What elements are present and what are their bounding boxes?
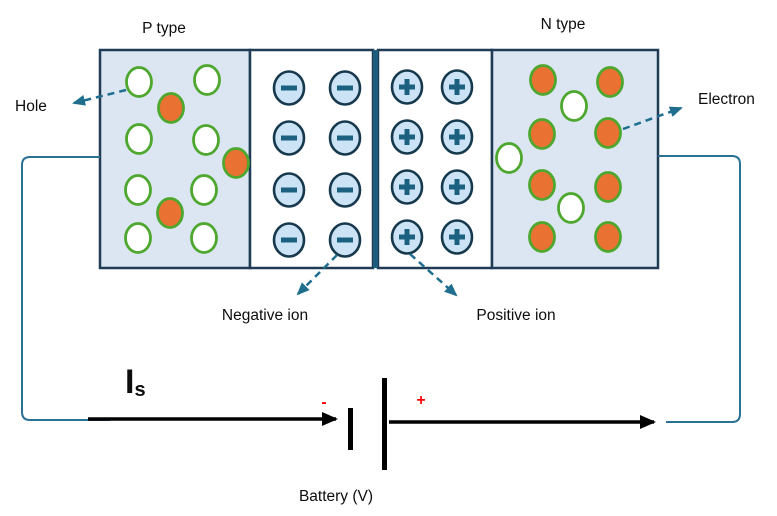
electron-pointer-arrow xyxy=(622,106,683,131)
electron-circle xyxy=(222,147,250,179)
negative-ion-circle xyxy=(328,120,362,156)
hole-circle xyxy=(560,90,588,122)
negative-ion-circle xyxy=(328,222,362,258)
negative-ion-circle xyxy=(272,172,306,208)
electron-circle xyxy=(157,92,185,124)
negative-ion-pointer-arrow xyxy=(296,254,338,296)
electron-label: Electron xyxy=(698,91,755,108)
p-region-electrons xyxy=(156,92,250,229)
battery-label: Battery (V) xyxy=(299,488,373,505)
negative-ions xyxy=(272,70,362,258)
hole-pointer-arrow xyxy=(72,88,127,106)
hole-circle xyxy=(125,66,153,98)
positive-ion-circle xyxy=(440,69,474,105)
current-label: Is xyxy=(125,363,146,401)
battery-positive-plate xyxy=(382,378,387,470)
electron-circle xyxy=(528,221,556,253)
p-region-holes xyxy=(124,64,221,254)
hole-circle xyxy=(124,174,152,206)
electron-circle xyxy=(528,118,556,150)
p-type-label: P type xyxy=(142,20,186,37)
hole-circle xyxy=(125,123,153,155)
left-circuit-wire xyxy=(21,156,110,421)
n-region-holes xyxy=(495,90,588,224)
hole-circle xyxy=(557,192,585,224)
negative-ion-circle xyxy=(328,172,362,208)
hole-circle xyxy=(193,64,221,96)
hole-circle xyxy=(190,174,218,206)
positive-ion-circle xyxy=(440,169,474,205)
electron-circle xyxy=(596,66,624,98)
battery-negative-plate xyxy=(348,408,353,450)
positive-ion-circle xyxy=(390,119,424,155)
negative-ion-circle xyxy=(272,120,306,156)
battery-minus-sign: - xyxy=(321,394,326,411)
electron-circle xyxy=(529,64,557,96)
positive-ion-label: Positive ion xyxy=(476,307,555,324)
right-circuit-wire xyxy=(658,155,741,423)
electron-circle xyxy=(594,171,622,203)
n-region-electrons xyxy=(528,64,624,253)
n-type-label: N type xyxy=(541,16,586,33)
positive-ion-circle xyxy=(390,169,424,205)
negative-ion-circle xyxy=(328,70,362,106)
negative-ion-circle xyxy=(272,70,306,106)
positive-ion-pointer-arrow xyxy=(409,253,458,297)
hole-label: Hole xyxy=(15,98,47,115)
hole-circle xyxy=(190,222,218,254)
electron-circle xyxy=(156,197,184,229)
negative-ion-circle xyxy=(272,222,306,258)
hole-circle xyxy=(192,124,220,156)
electron-circle xyxy=(528,169,556,201)
positive-ion-circle xyxy=(440,119,474,155)
hole-circle xyxy=(124,222,152,254)
positive-ions xyxy=(390,69,474,255)
positive-ion-circle xyxy=(440,219,474,255)
negative-ion-label: Negative ion xyxy=(222,307,308,324)
electron-circle xyxy=(594,221,622,253)
positive-ion-circle xyxy=(390,69,424,105)
positive-ion-circle xyxy=(390,219,424,255)
hole-circle xyxy=(495,142,523,174)
battery-plus-sign: + xyxy=(416,392,425,409)
electron-circle xyxy=(594,117,622,149)
